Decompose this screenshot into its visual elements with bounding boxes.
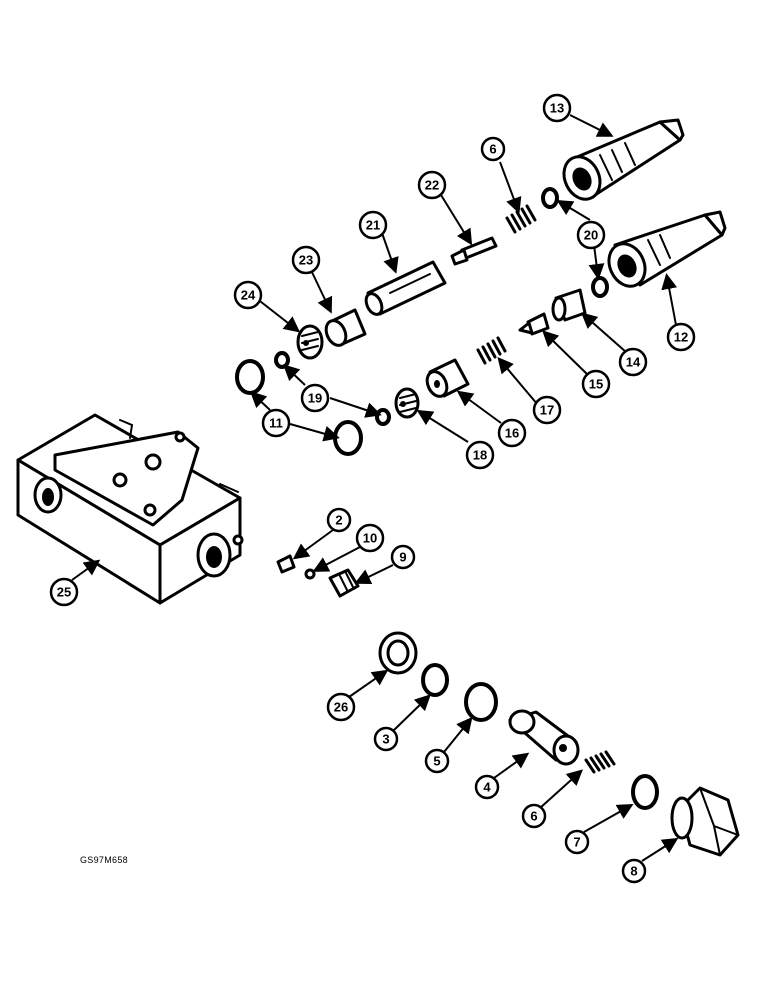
plug-8-part — [670, 786, 740, 857]
plug-26-part — [378, 631, 418, 675]
callout-17: 17 — [532, 395, 562, 425]
svg-text:19: 19 — [308, 391, 322, 406]
seat-16-part — [425, 358, 470, 398]
callout-10: 10 — [355, 523, 385, 553]
svg-text:9: 9 — [399, 550, 406, 565]
svg-text:13: 13 — [550, 101, 564, 116]
spring-6-lower-part — [584, 750, 616, 774]
spool-4-part — [508, 709, 580, 766]
callout-6-lower: 6 — [521, 803, 547, 829]
o-ring-11-upper-part — [235, 359, 265, 395]
callout-13: 13 — [542, 93, 572, 123]
callout-18: 18 — [465, 440, 495, 470]
leader-lines — [71, 114, 679, 862]
washer-20-upper-part — [541, 187, 559, 209]
svg-text:16: 16 — [505, 426, 519, 441]
spring-6-upper-part — [505, 204, 537, 234]
callout-15: 15 — [581, 369, 611, 399]
callout-8: 8 — [621, 858, 647, 884]
svg-text:25: 25 — [57, 585, 71, 600]
o-ring-5-part — [464, 682, 498, 722]
callout-3: 3 — [373, 726, 399, 752]
svg-text:6: 6 — [530, 809, 537, 824]
svg-text:14: 14 — [626, 355, 641, 370]
svg-text:17: 17 — [540, 403, 554, 418]
svg-text:10: 10 — [363, 531, 377, 546]
sleeve-21-part — [364, 260, 447, 316]
svg-text:12: 12 — [674, 330, 688, 345]
o-ring-19-lower-part — [375, 408, 391, 426]
o-ring-7-part — [631, 774, 659, 810]
svg-text:4: 4 — [483, 780, 491, 795]
valve-body-part — [16, 413, 244, 605]
svg-text:5: 5 — [433, 754, 440, 769]
svg-text:22: 22 — [425, 178, 439, 193]
poppet-15-part — [518, 312, 550, 336]
callout-16: 16 — [497, 418, 527, 448]
callout-5: 5 — [424, 748, 450, 774]
svg-text:18: 18 — [473, 448, 487, 463]
svg-text:21: 21 — [366, 218, 380, 233]
svg-text:24: 24 — [241, 288, 256, 303]
seat-23-part — [324, 308, 367, 347]
svg-text:23: 23 — [299, 253, 313, 268]
svg-text:8: 8 — [630, 864, 637, 879]
callout-6-upper: 6 — [480, 136, 506, 162]
callout-11: 11 — [261, 408, 291, 438]
plug-24-part — [296, 324, 324, 360]
svg-text:26: 26 — [334, 700, 348, 715]
callout-21: 21 — [358, 210, 388, 240]
svg-text:3: 3 — [382, 732, 389, 747]
pin-22-part — [450, 236, 498, 266]
callout-4: 4 — [474, 774, 500, 800]
svg-text:15: 15 — [589, 377, 603, 392]
svg-text:11: 11 — [269, 416, 283, 431]
callout-14: 14 — [618, 347, 648, 377]
callout-12: 12 — [666, 322, 696, 352]
fitting-12-part — [607, 210, 727, 288]
svg-text:7: 7 — [573, 835, 580, 850]
washer-20-lower-part — [591, 276, 609, 298]
cap-14-part — [551, 288, 587, 322]
fitting-13-part — [562, 118, 685, 201]
plug-2-part — [276, 554, 296, 574]
callout-24: 24 — [233, 280, 263, 310]
screw-9-part — [328, 568, 360, 598]
callout-2: 2 — [326, 507, 352, 533]
callout-26: 26 — [326, 692, 356, 722]
o-ring-3-part — [421, 663, 449, 697]
svg-text:6: 6 — [489, 142, 496, 157]
callout-25: 25 — [49, 577, 79, 607]
callout-7: 7 — [564, 829, 590, 855]
plug-18-part — [394, 387, 420, 419]
callout-22: 22 — [417, 170, 447, 200]
callout-9: 9 — [390, 544, 416, 570]
svg-text:20: 20 — [584, 228, 598, 243]
o-ring-19-upper-part — [274, 351, 290, 369]
figure-reference-code: GS97M658 — [80, 855, 128, 865]
callout-23: 23 — [291, 245, 321, 275]
callout-19: 19 — [300, 383, 330, 413]
spring-17-part — [476, 336, 507, 365]
washer-10-part — [304, 568, 316, 580]
callout-20: 20 — [576, 220, 606, 250]
svg-text:2: 2 — [335, 513, 342, 528]
o-ring-11-lower-part — [333, 420, 363, 456]
